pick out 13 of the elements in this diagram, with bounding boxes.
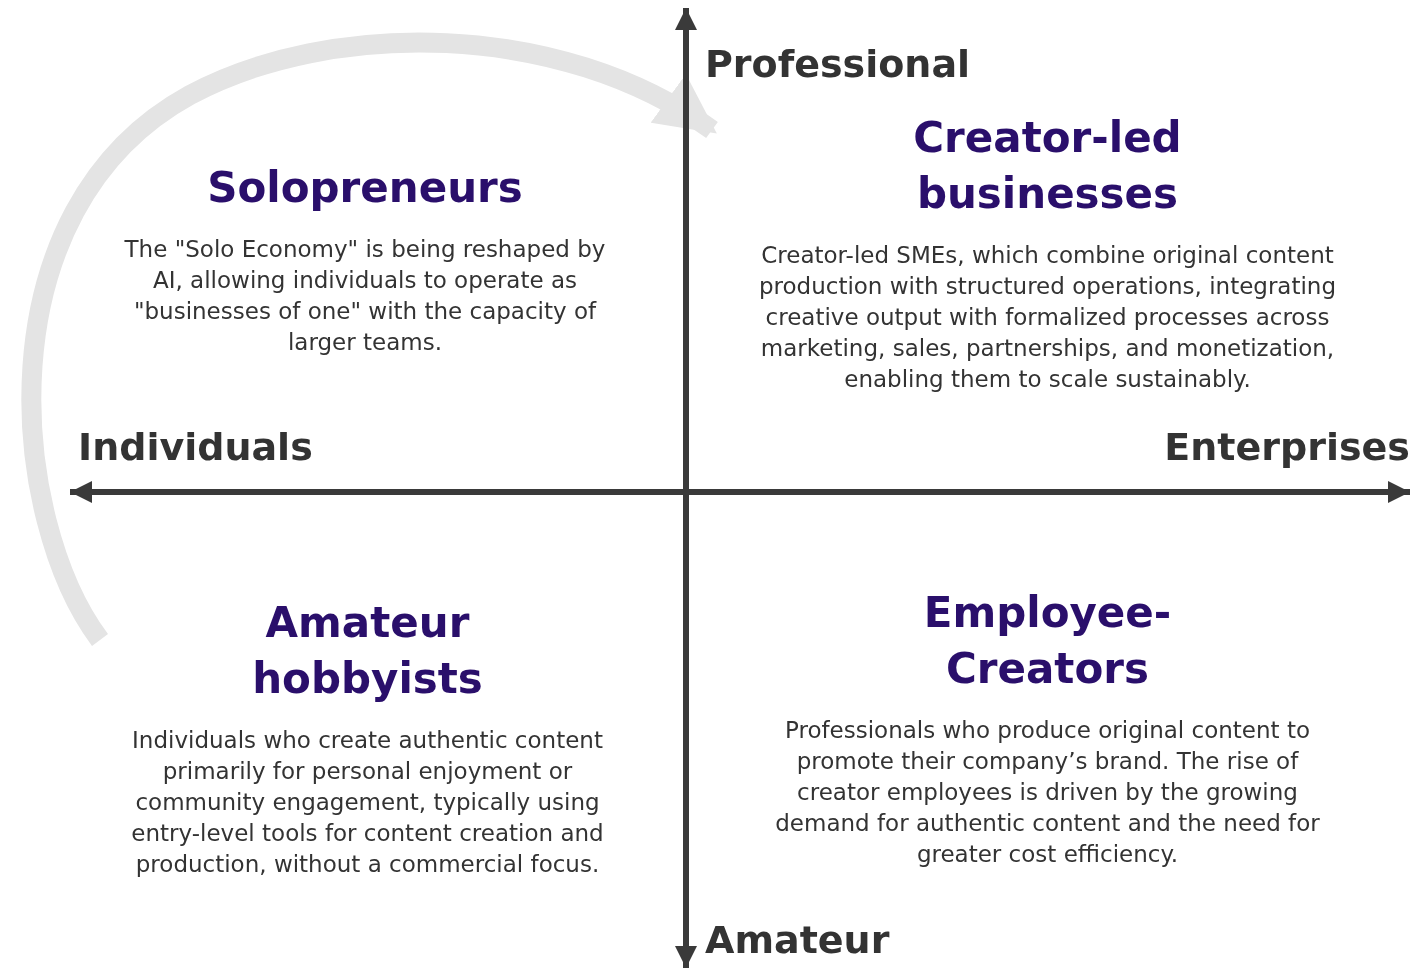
quadrant-description: Individuals who create authentic content primarily for personal enjoyment or community engagement, typically using entry-level tools for content creation and production, without a commercial focus.: [130, 726, 605, 879]
quadrant-description: Professionals who produce original content to promote their company’s brand. The rise of creator employees is driven by the growing demand for authentic content and the need for greater cost efficiency.: [774, 716, 1321, 869]
quadrant-title: Amateur hobbyists: [251, 597, 484, 705]
quadrant-description: Creator-led SMEs, which combine original content production with structured operations, integrating creative output with formalized processes across marketing, sales, partnerships, and monetization, enabling them to scale sustainably.: [757, 241, 1338, 394]
quadrant-title: Solopreneurs: [206, 162, 524, 214]
axis-label: Amateur: [705, 918, 890, 962]
axis-label: Professional: [705, 42, 971, 86]
curved-arrow: [21, 32, 718, 646]
axis-label: Individuals: [78, 425, 313, 469]
axis-label: Enterprises: [1164, 425, 1410, 469]
quadrant-title: Employee-Creators: [922, 587, 1173, 695]
quadrant-title: Creator-led businesses: [912, 112, 1183, 220]
quadrant-description: The "Solo Economy" is being reshaped by AI, allowing individuals to operate as "businesses of one" with the capacity of larger teams.: [123, 235, 607, 357]
